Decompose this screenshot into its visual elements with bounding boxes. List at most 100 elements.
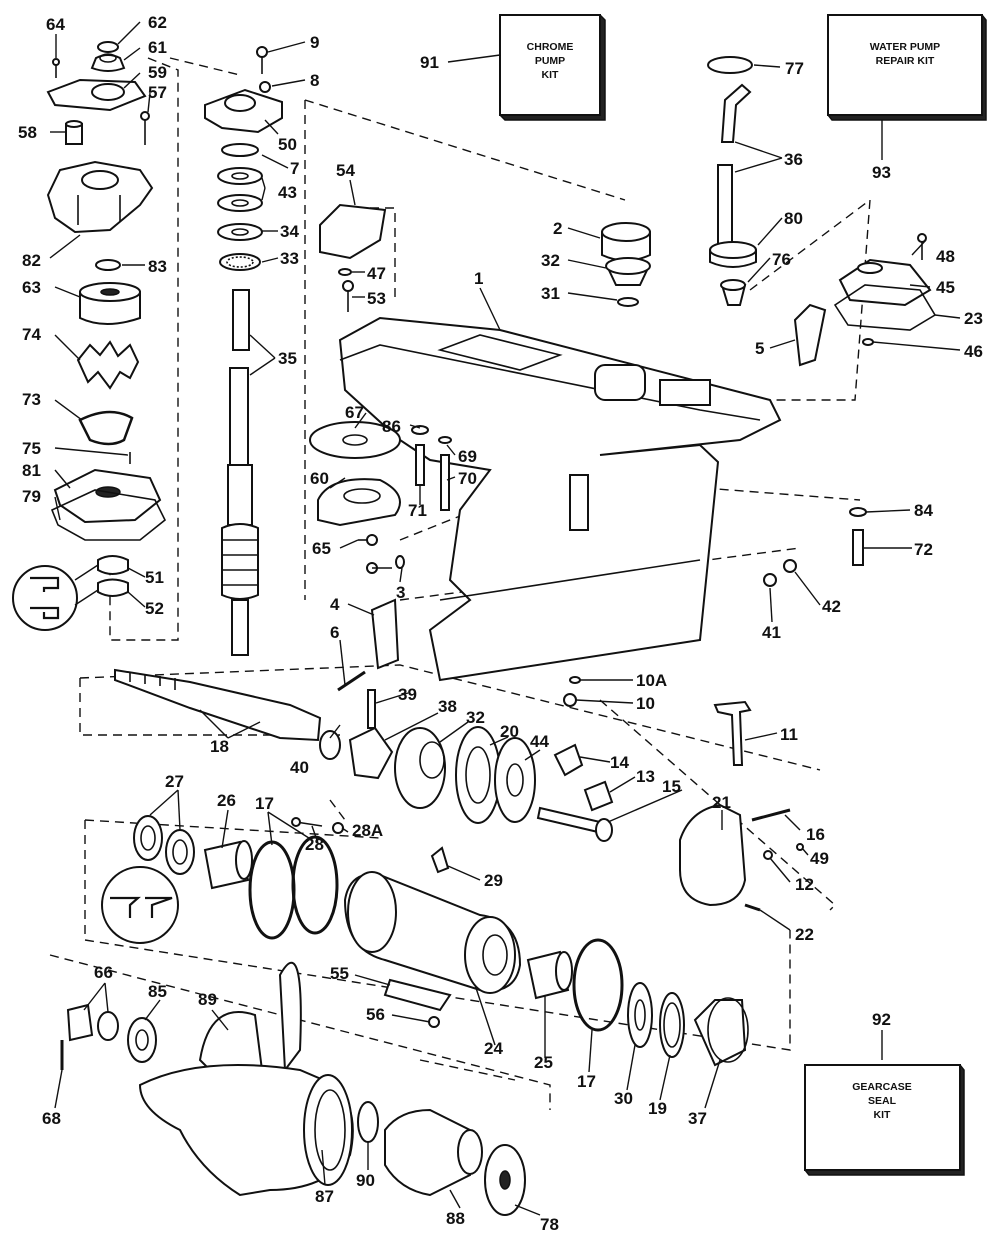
gearcase-seal-kit-box: GEARCASE SEAL KIT (804, 1064, 965, 1176)
callout-22: 22 (795, 925, 814, 944)
callout-92: 92 (872, 1010, 891, 1029)
callout-44: 44 (530, 732, 549, 751)
callout-50: 50 (278, 135, 297, 154)
callout-27: 27 (165, 772, 184, 791)
callout-40: 40 (290, 758, 309, 777)
callout-24: 24 (484, 1039, 503, 1058)
callout-1: 1 (474, 269, 483, 288)
seal-kit-label-3: KIT (874, 1109, 892, 1121)
callout-39: 39 (398, 685, 417, 704)
callout-85: 85 (148, 982, 167, 1001)
callout-58: 58 (18, 123, 37, 142)
callout-42: 42 (822, 597, 841, 616)
callout-91: 91 (420, 53, 439, 72)
water-pump-repair-kit-box: WATER PUMP REPAIR KIT (827, 14, 987, 121)
callout-35: 35 (278, 349, 297, 368)
callout-77: 77 (785, 59, 804, 78)
callout-36: 36 (784, 150, 803, 169)
water-pump-parts (12, 41, 167, 631)
callout-10: 10 (636, 694, 655, 713)
gearcase-housing (338, 316, 782, 682)
callout-65: 65 (312, 539, 331, 558)
callout-32-mid: 32 (466, 708, 485, 727)
callout-93: 93 (872, 163, 891, 182)
callout-73: 73 (22, 390, 41, 409)
callout-55: 55 (330, 964, 349, 983)
callout-17-left: 17 (255, 794, 274, 813)
chrome-pump-kit-label-1: CHROME (527, 41, 574, 53)
callout-78: 78 (540, 1215, 559, 1234)
callout-64: 64 (46, 15, 65, 34)
callout-54: 54 (336, 161, 355, 180)
callout-82: 82 (22, 251, 41, 270)
callout-3: 3 (396, 583, 405, 602)
callout-2: 2 (553, 219, 562, 238)
callout-75: 75 (22, 439, 41, 458)
callout-16: 16 (806, 825, 825, 844)
callout-68: 68 (42, 1109, 61, 1128)
callout-31: 31 (541, 284, 560, 303)
dashed-group-outlines (49, 57, 871, 1110)
callout-19: 19 (648, 1099, 667, 1118)
callout-29: 29 (484, 871, 503, 890)
callout-88: 88 (446, 1209, 465, 1228)
callout-34: 34 (280, 222, 299, 241)
propeller-parts (60, 961, 526, 1216)
callout-79: 79 (22, 487, 41, 506)
callout-53: 53 (367, 289, 386, 308)
callout-23: 23 (964, 309, 983, 328)
callout-labels: 91 93 92 64 62 61 59 57 58 82 83 63 74 7… (18, 13, 983, 1234)
callout-71: 71 (408, 501, 427, 520)
callout-86: 86 (382, 417, 401, 436)
callout-38: 38 (438, 697, 457, 716)
callout-13: 13 (636, 767, 655, 786)
bearing-carrier-row (101, 815, 749, 1067)
callout-41: 41 (762, 623, 781, 642)
callout-48: 48 (936, 247, 955, 266)
callout-28: 28 (305, 835, 324, 854)
callout-46: 46 (964, 342, 983, 361)
callout-52: 52 (145, 599, 164, 618)
callout-76: 76 (772, 250, 791, 269)
callout-30: 30 (614, 1089, 633, 1108)
callout-84: 84 (914, 501, 933, 520)
callout-12: 12 (795, 875, 814, 894)
callout-67: 67 (345, 403, 364, 422)
callout-56: 56 (366, 1005, 385, 1024)
callout-25: 25 (534, 1053, 553, 1072)
callout-33: 33 (280, 249, 299, 268)
chrome-pump-kit-box: CHROME PUMP KIT (499, 14, 606, 121)
callout-8: 8 (310, 71, 319, 90)
callout-89: 89 (198, 990, 217, 1009)
callout-14: 14 (610, 753, 629, 772)
callout-69: 69 (458, 447, 477, 466)
callout-32-top: 32 (541, 251, 560, 270)
callout-81: 81 (22, 461, 41, 480)
driveshaft-parts (204, 46, 283, 656)
callout-6: 6 (330, 623, 339, 642)
callout-49: 49 (810, 849, 829, 868)
callout-74: 74 (22, 325, 41, 344)
leader-lines (49, 21, 961, 1216)
chrome-pump-kit-label-3: KIT (542, 69, 560, 81)
callout-62: 62 (148, 13, 167, 32)
callout-10a: 10A (636, 671, 667, 690)
propshaft-row (114, 668, 804, 912)
callout-15: 15 (662, 777, 681, 796)
callout-66: 66 (94, 963, 113, 982)
callout-47: 47 (367, 264, 386, 283)
water-pump-kit-label-2: REPAIR KIT (876, 55, 935, 67)
water-pump-kit-label-1: WATER PUMP (870, 41, 940, 53)
callout-28a: 28A (352, 821, 383, 840)
callout-37: 37 (688, 1109, 707, 1128)
callout-87: 87 (315, 1187, 334, 1206)
callout-17-right: 17 (577, 1072, 596, 1091)
seal-kit-label-2: SEAL (868, 1095, 897, 1107)
upper-right-parts (601, 56, 937, 367)
callout-57: 57 (148, 83, 167, 102)
seal-kit-label-1: GEARCASE (852, 1081, 912, 1093)
callout-26: 26 (217, 791, 236, 810)
callout-70: 70 (458, 469, 477, 488)
callout-9: 9 (310, 33, 319, 52)
